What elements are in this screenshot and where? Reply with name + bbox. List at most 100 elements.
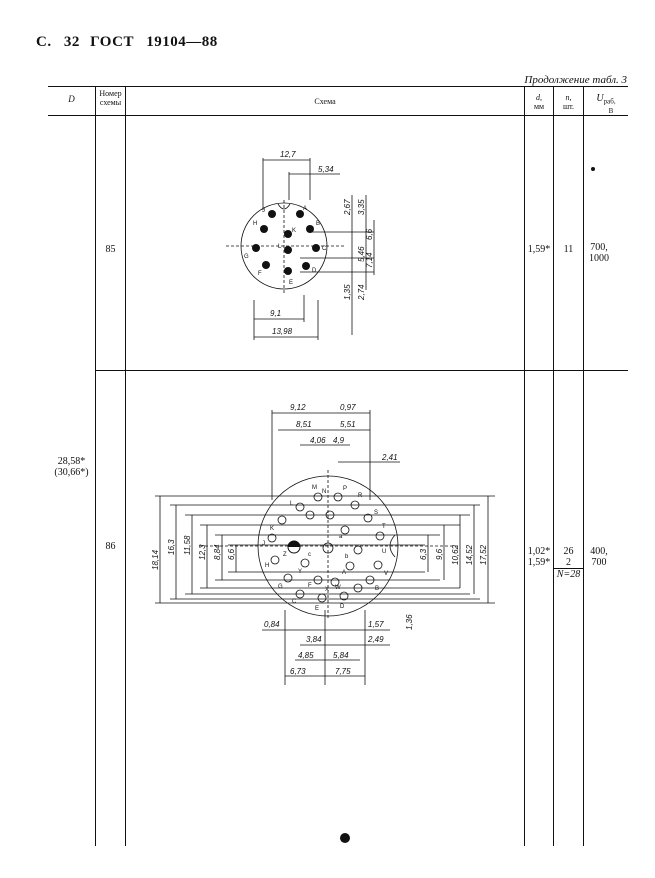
d-mm-86-1: 1,02* [527, 546, 551, 557]
dim-86-b5: 4,85 [298, 651, 314, 660]
dim-86-t2: 0,97 [340, 403, 356, 412]
dim-85-r3: 6,6 [365, 228, 374, 240]
col-header-scheme-no: Номер схемы [99, 89, 122, 107]
u-85: 700, 1000 [584, 242, 614, 264]
dim-86-r2: 9,6 [435, 548, 444, 560]
u-85-line2: 1000 [589, 253, 609, 264]
pin-label-86-19: C [292, 599, 297, 605]
d-mm-85: 1,59* [527, 244, 551, 255]
pin-L [284, 246, 292, 254]
col-header-n: n, шт. [554, 93, 583, 111]
D-value-86: 28,58* (30,66*) [48, 456, 95, 478]
dim-86-l3: 11,58 [183, 535, 192, 555]
scheme-85-pin-labels: J A H B K G L C F D E [244, 206, 327, 286]
pin-label-86-7: T [382, 524, 386, 530]
pin-A [296, 210, 304, 218]
n-symbol: n, [565, 93, 572, 102]
dim-86-l1: 18,14 [151, 549, 160, 570]
pin-label-86-6: K [270, 526, 274, 532]
pin-label-86-11: U [382, 549, 386, 555]
pin-label-86-0: M [312, 485, 317, 491]
dim-86-r5: 17,52 [479, 544, 488, 565]
pin-label-86-25: Y [298, 569, 302, 575]
pin-label-85-0: J [262, 208, 265, 214]
pin-label-86-18: B [375, 586, 379, 592]
pin-label-85-7: C [322, 246, 327, 252]
n-unit: шт. [562, 102, 575, 111]
dim-86-b2: 1,57 [368, 620, 384, 629]
col-border-2 [125, 86, 126, 846]
scheme-85-dims: 12,7 5,34 2,67 3,35 6,6 5,46 7,14 1,35 2… [270, 150, 374, 336]
dim-85-r1: 2,67 [343, 199, 352, 216]
pin-label-85-8: F [258, 271, 262, 277]
u-symbol: U [596, 93, 604, 104]
pin-label-86-5: L [290, 501, 294, 507]
n-85: 11 [563, 244, 574, 255]
col-border-3 [524, 86, 525, 846]
u-85-line1: 700, [590, 242, 608, 253]
scheme-85-pins [252, 210, 320, 275]
col-header-scheme: Схема [314, 97, 336, 106]
pin-B [306, 225, 314, 233]
scheme-86-dims: 9,12 0,97 8,51 5,51 4,06 4,9 2,41 18,14 … [151, 403, 488, 676]
pin-C [312, 244, 320, 252]
pin-label-85-6: L [278, 244, 282, 250]
d-symbol: d, [536, 93, 542, 102]
d-mm-86-2: 1,59* [527, 557, 551, 568]
dim-85-r2: 3,35 [357, 199, 366, 215]
d-mm-86: 1,02* 1,59* [525, 546, 553, 568]
pin-label-85-1: A [303, 206, 307, 212]
dim-86-b6: 5,84 [333, 651, 349, 660]
pin-label-86-16: G [278, 584, 283, 590]
pin-label-86-8: J [262, 541, 265, 547]
dim-85-r4: 5,46 [357, 246, 366, 262]
pin-D [302, 262, 310, 270]
continuation-note: Продолжение табл. 3 [524, 74, 627, 86]
pin-K [284, 230, 292, 238]
scheme-85-drawing [226, 158, 375, 340]
dim-86-r4: 14,52 [465, 544, 474, 565]
dim-86-t1: 9,12 [290, 403, 306, 412]
pin-label-85-4: K [292, 228, 296, 234]
dim-86-t7: 2,41 [381, 453, 398, 462]
u-86-line1: 400, [590, 546, 608, 557]
pin-label-86-17: A [342, 570, 346, 576]
dim-86-l5: 8,84 [213, 544, 222, 560]
dim-85-r5: 7,14 [365, 252, 374, 268]
pin-label-86-13: c [308, 552, 311, 558]
page-prefix: С. [36, 34, 52, 50]
pin-label-86-10: a [339, 534, 343, 540]
pin-label-86-3: R [358, 493, 363, 499]
dim-85-top2: 5,34 [318, 165, 334, 174]
D-main: 28,58* [57, 456, 86, 467]
col-border-4 [553, 86, 554, 846]
dim-86-t6: 4,9 [333, 436, 345, 445]
pin-label-85-3: B [316, 221, 320, 227]
dim-85-r7: 2,74 [357, 284, 366, 301]
pin-label-86-22: F [308, 583, 312, 589]
scheme-no-85: 85 [105, 244, 116, 255]
dim-86-l2: 16,3 [167, 539, 176, 555]
dim-86-b8: 7,75 [335, 667, 351, 676]
d-unit: мм [533, 102, 545, 111]
dim-86-r3: 10,62 [451, 544, 460, 565]
page-number: 32 [63, 34, 80, 50]
pin-H [260, 225, 268, 233]
dim-86-t4: 5,51 [340, 420, 356, 429]
pin-label-86-15: V [384, 571, 388, 577]
D-alt: (30,66*) [54, 467, 89, 478]
pin-label-85-2: H [253, 221, 257, 227]
dim-86-b4: 2,49 [367, 635, 384, 644]
pin-label-86-24: W [335, 585, 341, 591]
pin-E [284, 267, 292, 275]
pin-label-86-23: X [325, 587, 329, 593]
u-86: 400, 700 [584, 546, 614, 568]
pin-label-86-4: S [374, 510, 378, 516]
pin-label-86-1: N [322, 489, 326, 495]
scheme-86-large-pins [287, 540, 301, 554]
pin-label-86-21: E [315, 606, 319, 612]
dim-85-r6: 1,35 [343, 284, 352, 300]
scheme-86-pin-labels: M N P R S L K T J Z a U H c b V G A B C … [262, 485, 388, 612]
pin-label-86-2: P [343, 486, 347, 492]
pin-label-85-5: G [244, 254, 249, 260]
